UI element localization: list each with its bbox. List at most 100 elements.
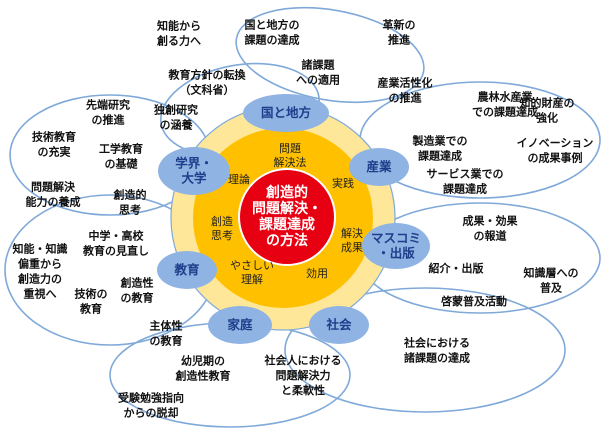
label-l2-line: 国と地方の [245, 18, 300, 32]
label-l14: イノベーションの成果事例 [517, 137, 594, 165]
label-l4: 諸課題への適用 [296, 58, 340, 87]
inner-label-riron-line: 理論 [228, 172, 250, 186]
label-l28: 幼児期の創造性教育 [175, 354, 231, 383]
node-label-katei: 家庭 [227, 317, 253, 332]
label-l14-line: イノベーション [517, 137, 594, 150]
label-l25-line: 啓蒙普及活動 [441, 294, 507, 308]
node-katei [208, 306, 272, 344]
node-shakai [309, 306, 369, 344]
label-l2: 国と地方の課題の達成 [245, 18, 300, 47]
label-l5-line: 教育方針の転換 [168, 68, 247, 82]
label-l3-line: 革新の [383, 18, 416, 32]
node-label-sangyo-line: 産業 [366, 159, 392, 174]
node-label-kyoiku: 教育 [173, 262, 200, 277]
label-l8-line: 独創研究 [153, 103, 198, 117]
node-kuni [243, 94, 329, 132]
label-l24: 知識層への普及 [523, 266, 579, 295]
label-l30-line: 受験勉強指向 [118, 391, 184, 405]
label-l11-line: 技術教育 [32, 130, 76, 144]
node-label-shakai: 社会 [325, 317, 352, 332]
label-l16-line: 問題解決 [31, 180, 76, 194]
label-l22: 技術の教育 [75, 287, 108, 316]
label-l22-line: 技術の [75, 287, 108, 301]
core-title-line: 課題達成 [259, 216, 315, 233]
inner-label-kaiketsu: 解決成果 [341, 226, 363, 254]
label-l4-line: 諸課題 [302, 58, 336, 72]
label-l18-line: 成果・効果 [463, 214, 518, 228]
label-l7-line: の推進 [92, 113, 126, 127]
label-l29-line: 問題解決力 [276, 368, 331, 382]
label-l20: 知能・知識偏重から創造力の重視へ [12, 242, 68, 301]
core-title: 創造的問題解決・課題達成の方法 [252, 184, 322, 249]
label-l19-line: 中学・高校 [89, 229, 145, 243]
inner-label-mondai-line: 解決法 [274, 155, 307, 169]
label-l12-line: の基礎 [105, 157, 139, 171]
node-label-sangyo: 産業 [366, 159, 392, 174]
inner-label-souzou: 創造思考 [211, 214, 233, 242]
label-l1: 知能から創る力へ [156, 19, 201, 48]
label-l20-line: 偏重から [18, 257, 62, 271]
label-l18: 成果・効果の報道 [463, 214, 518, 243]
label-l6: 産業活性化の推進 [378, 76, 433, 105]
inner-label-jissen: 実践 [332, 176, 354, 190]
node-gakkai [158, 147, 230, 195]
label-l3-line: 推進 [388, 33, 411, 47]
label-l30: 受験勉強指向からの脱却 [118, 391, 184, 420]
label-l20-line: 重視へ [24, 287, 57, 301]
node-label-gakkai-line: 学界・ [175, 156, 213, 171]
label-l28-line: 創造性教育 [175, 369, 231, 383]
label-l16: 問題解決能力の養成 [26, 180, 81, 209]
label-l5: 教育方針の転換（文科省） [168, 68, 247, 97]
label-l1-line: 知能から [156, 19, 201, 33]
label-l8: 独創研究の涵養 [153, 103, 198, 132]
core-title-line: の方法 [266, 232, 308, 249]
label-l14-line: の成果事例 [528, 151, 583, 165]
node-label-masukomi: マスコミ・出版 [371, 231, 421, 261]
label-l23-line: 紹介・出版 [429, 261, 484, 275]
label-l25: 啓蒙普及活動 [441, 294, 507, 308]
core-title-line: 問題解決・ [252, 200, 322, 217]
label-l4-line: への適用 [296, 73, 340, 87]
inner-label-yasashii: やさしい理解 [230, 259, 274, 286]
node-label-masukomi-line: マスコミ [371, 231, 421, 246]
label-l7: 先端研究の推進 [86, 98, 130, 127]
label-l21: 創造性の教育 [120, 276, 154, 305]
label-l21-line: 創造性 [120, 276, 154, 290]
inner-label-souzou-line: 思考 [211, 229, 233, 242]
node-label-kyoiku-line: 教育 [173, 262, 200, 277]
node-masukomi [362, 223, 430, 269]
label-l27: 社会における諸課題の達成 [403, 336, 470, 365]
label-l22-line: 教育 [79, 302, 102, 316]
node-sangyo [349, 148, 409, 186]
inner-label-kaiketsu-line: 解決 [341, 226, 363, 240]
label-l13-line: 課題達成 [418, 149, 462, 163]
inner-label-mondai: 問題解決法 [274, 142, 307, 169]
label-l17: 創造的思考 [113, 188, 147, 217]
label-l12: 工学教育の基礎 [99, 142, 143, 171]
label-l10-line: 知的財産の [519, 96, 575, 110]
inner-label-kouyou: 効用 [306, 266, 328, 280]
label-l27-line: 社会における [403, 336, 470, 350]
label-l19: 中学・高校教育の見直し [82, 229, 149, 258]
label-l29-line: 社会人における [264, 353, 342, 367]
node-label-katei-line: 家庭 [227, 317, 253, 332]
inner-label-mondai-line: 問題 [279, 142, 301, 155]
label-l9: 農林水産業での課題達成 [472, 90, 538, 119]
node-label-masukomi-line: ・出版 [377, 246, 415, 261]
label-l5-line: （文科省） [180, 83, 235, 97]
label-l8-line: の涵養 [160, 118, 193, 132]
node-label-kuni: 国と地方 [261, 105, 311, 120]
node-label-shakai-line: 社会 [325, 317, 352, 332]
label-l29: 社会人における問題解決力と柔軟性 [264, 353, 342, 397]
label-l27-line: 諸課題の達成 [404, 351, 470, 365]
label-l10: 知的財産の強化 [519, 96, 575, 125]
label-l26-line: 主体性 [150, 319, 183, 333]
inner-label-kouyou-line: 効用 [306, 266, 328, 280]
label-l26: 主体性の教育 [150, 319, 183, 348]
label-l13-line: 製造業での [412, 134, 468, 148]
inner-label-kaiketsu-line: 成果 [341, 241, 363, 254]
node-kyoiku [157, 251, 217, 289]
